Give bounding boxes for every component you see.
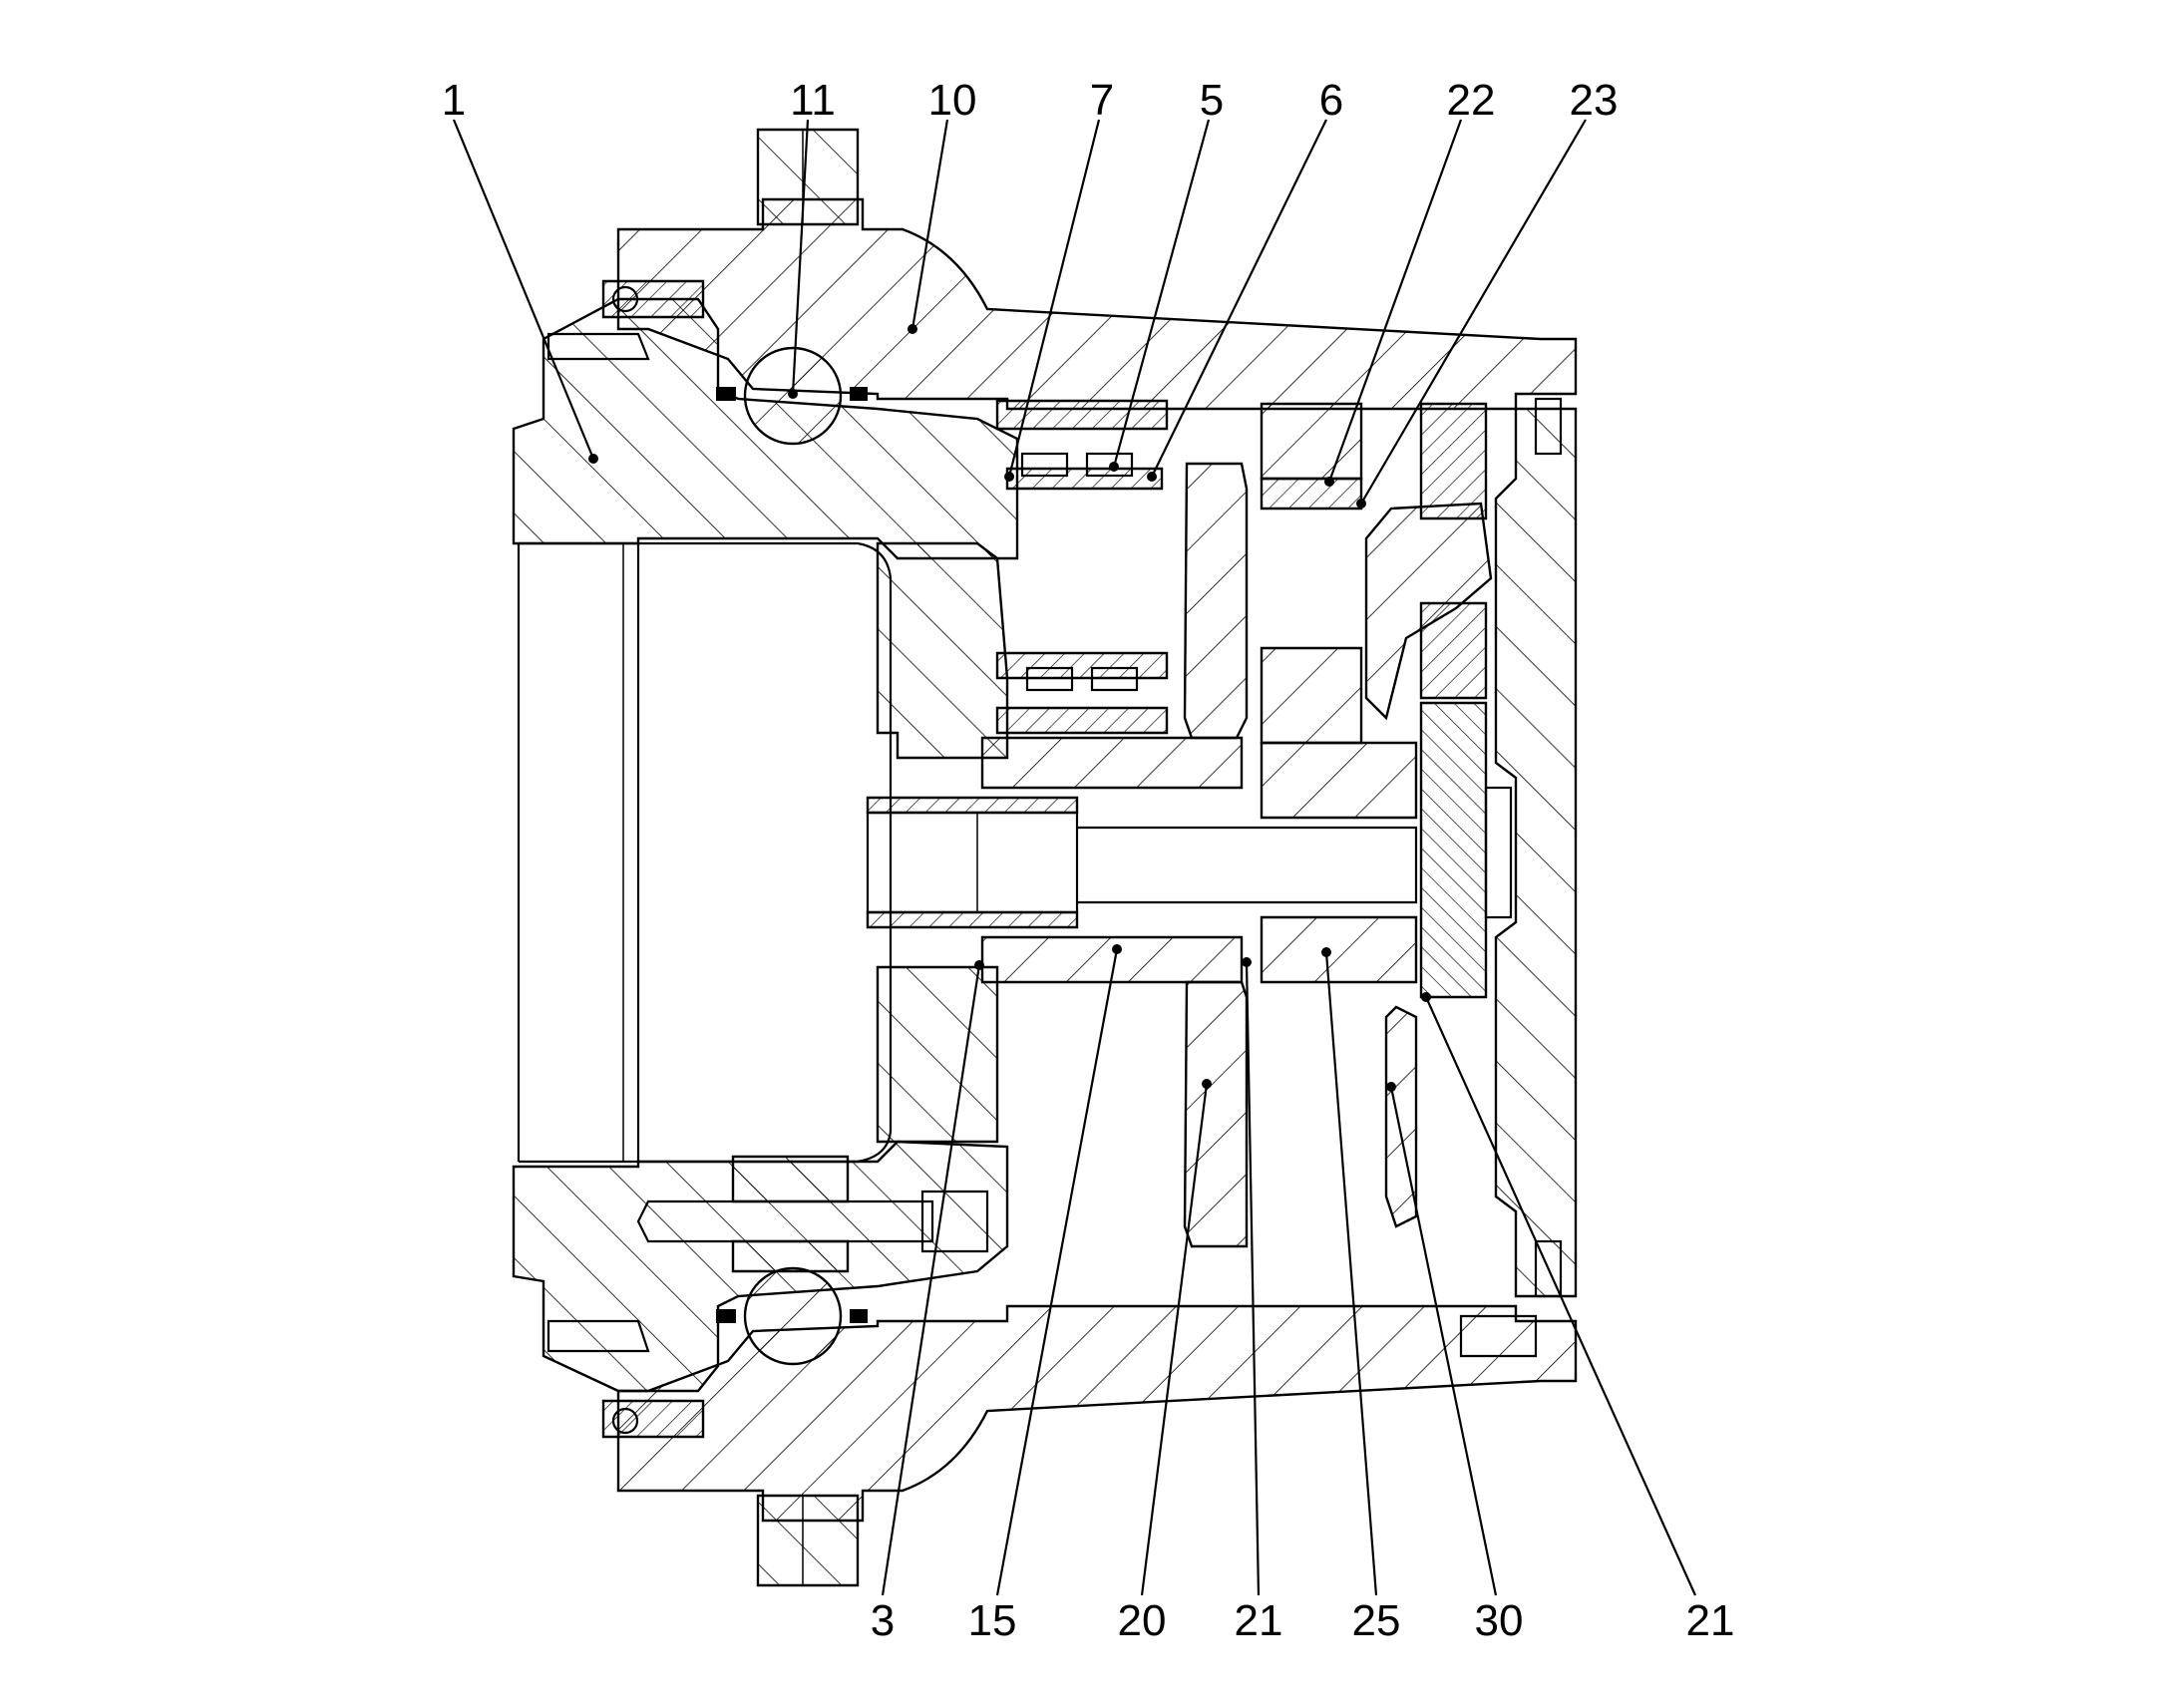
callout-15: 15	[968, 1596, 1017, 1645]
end-cover	[1419, 397, 1578, 1358]
planet-gear	[1183, 462, 1249, 1248]
callout-5: 5	[1200, 76, 1224, 125]
callout-7: 7	[1090, 76, 1114, 125]
seal-lower	[546, 1319, 705, 1439]
callout-1: 1	[442, 76, 466, 125]
callout-22: 22	[1447, 76, 1496, 125]
callout-21-left: 21	[1235, 1596, 1283, 1645]
callout-6: 6	[1319, 76, 1343, 125]
callout-21-right: 21	[1686, 1596, 1735, 1645]
callout-3: 3	[871, 1596, 895, 1645]
bearing-upper-left	[995, 399, 1169, 491]
callout-23: 23	[1570, 76, 1619, 125]
bearing-second-stage	[1260, 402, 1363, 745]
bolt-lower	[636, 1155, 989, 1273]
hub-bore	[517, 541, 893, 1164]
callouts-bottom: 3 15 20 21 25 30 21	[871, 1596, 1735, 1645]
bearing-upper-mid	[995, 651, 1169, 735]
housing-upper	[616, 128, 1578, 411]
central-shaft	[866, 796, 1418, 929]
callout-30: 30	[1475, 1596, 1524, 1645]
callouts-top: 1 11 10 7 5 6 22 23	[442, 76, 1619, 125]
callout-10: 10	[928, 76, 977, 125]
leader-lines	[452, 119, 1697, 1596]
sun-gear-15	[980, 736, 1244, 984]
callout-11: 11	[790, 76, 836, 125]
callout-20: 20	[1118, 1596, 1167, 1645]
housing-lower	[616, 1304, 1578, 1587]
sun-gear-25	[1260, 741, 1418, 984]
callout-25: 25	[1352, 1596, 1401, 1645]
